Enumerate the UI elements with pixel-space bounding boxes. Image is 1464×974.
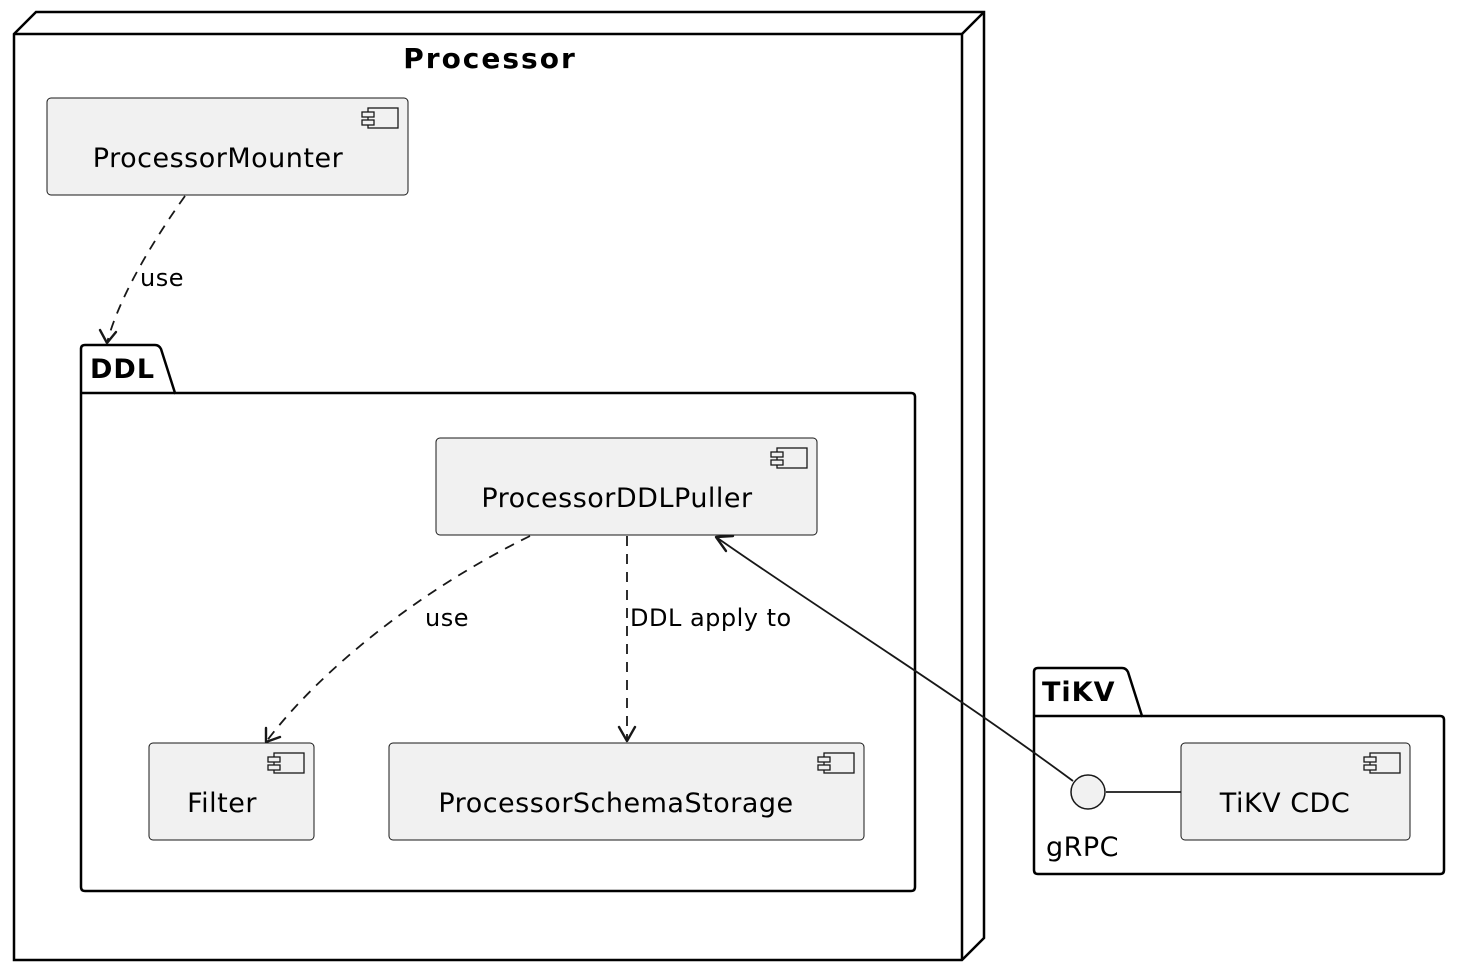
processor-schema-storage-component[interactable]: ProcessorSchemaStorage [388,742,865,841]
tikv-package-title: TiKV [1042,677,1116,708]
edge-puller-uses-filter[interactable]: use [264,535,531,744]
edge-label-puller-use: use [425,604,469,632]
component-icon [267,752,305,774]
processor-schema-storage-label: ProcessorSchemaStorage [438,788,793,819]
filter-component[interactable]: Filter [148,742,315,841]
tikv-cdc-component[interactable]: TiKV CDC [1180,742,1411,841]
component-icon [1363,752,1401,774]
grpc-label: gRPC [1046,832,1119,863]
component-icon [770,447,808,469]
grpc-interface[interactable]: gRPC [1046,774,1181,863]
edge-mounter-uses-ddl[interactable]: use [98,195,186,345]
processor-mounter-component[interactable]: ProcessorMounter [46,97,409,196]
edge-grpc-to-puller[interactable] [714,534,1074,782]
grpc-interface-circle [1070,774,1106,810]
component-icon [361,107,399,129]
arrowhead [617,725,637,743]
component-icon [817,752,855,774]
ddl-package-title: DDL [90,354,155,385]
arrowhead [98,328,118,345]
arrowhead [264,726,282,744]
arrowhead [714,534,735,553]
processor-ddl-puller-label: ProcessorDDLPuller [481,483,753,514]
edge-label-ddl-apply-to: DDL apply to [630,604,792,632]
edge-puller-applies-to-storage[interactable]: DDL apply to [617,536,792,743]
filter-label: Filter [187,788,257,819]
edge-label-mounter-use: use [140,264,184,292]
processor-ddl-puller-component[interactable]: ProcessorDDLPuller [435,437,818,536]
processor-mounter-label: ProcessorMounter [93,143,344,174]
tikv-cdc-label: TiKV CDC [1219,788,1350,819]
processor-node-title: Processor [403,42,577,75]
